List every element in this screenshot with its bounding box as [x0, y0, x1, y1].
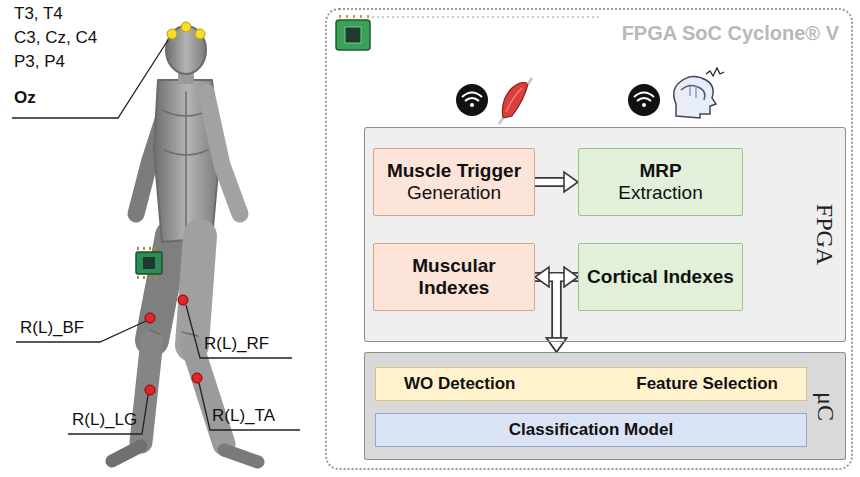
human-figure: [112, 26, 258, 462]
leader-line: [12, 40, 168, 118]
arrow-head: [564, 267, 578, 287]
connector-outline: [535, 182, 578, 340]
process-bar: Classification Model: [375, 413, 807, 447]
electrode-label: R(L)_BF: [20, 318, 84, 338]
chip-icon: [336, 15, 370, 50]
process-box: Cortical Indexes: [578, 243, 743, 311]
electrode-label: T3, T4: [14, 4, 63, 24]
label-holder: FPGA: [805, 128, 845, 341]
box-text: Classification Model: [509, 420, 673, 440]
emg-electrodes: [145, 295, 202, 395]
box-text: Cortical Indexes: [587, 266, 734, 288]
system-box: FPGA SoC Cyclone® V FPGA Muscle TriggerGen…: [325, 8, 853, 470]
connector-heads: [535, 172, 578, 352]
label-holder: μC: [805, 353, 845, 459]
connector-arrow: [535, 177, 566, 187]
arrow-head: [547, 338, 567, 352]
fpga-panel: FPGA Muscle TriggerGeneration MRPExtractio…: [364, 127, 846, 342]
process-box: MRPExtraction: [578, 148, 743, 216]
arrow-head: [547, 338, 567, 352]
box-text: Muscle Trigger: [387, 160, 521, 182]
electrode-label: R(L)_RF: [204, 334, 269, 354]
muscle-icon: [499, 78, 532, 124]
box-text: Extraction: [618, 182, 702, 204]
electrode-label: P3, P4: [14, 52, 65, 72]
wifi-icon: [628, 84, 660, 116]
chip-icon: [136, 247, 162, 279]
process-bar: WO Detection Feature Selection: [375, 367, 807, 401]
divider: [372, 16, 600, 18]
process-box: Muscular Indexes: [373, 243, 535, 311]
wifi-icon: [456, 84, 488, 116]
panel-fill: [364, 127, 846, 342]
leader-line: [16, 305, 300, 434]
electrode-label: Oz: [14, 88, 36, 108]
box-text: MRP: [639, 160, 681, 182]
arrow-head: [535, 267, 549, 287]
connector-arrow: [557, 277, 579, 340]
connector-fill: [535, 182, 578, 340]
arrow-head: [564, 172, 578, 192]
connector-arrow: [557, 277, 579, 340]
electrode-label: C3, Cz, C4: [14, 28, 97, 48]
eeg-electrodes: [167, 22, 205, 39]
box-text: Feature Selection: [636, 374, 778, 394]
system-title: FPGA SoC Cyclone® V: [622, 22, 839, 45]
connector-arrow: [535, 179, 566, 186]
electrode-label: R(L)_LG: [72, 410, 137, 430]
panel-fill: [364, 352, 846, 460]
process-box: Muscle TriggerGeneration: [373, 148, 535, 216]
panel-label: FPGA: [812, 204, 839, 265]
electrode-label: R(L)_TA: [212, 406, 275, 426]
brain-icon: [674, 68, 724, 118]
panel-label: μC: [812, 392, 839, 421]
microcontroller-panel: μC WO Detection Feature SelectionClassific…: [364, 352, 846, 460]
box-text: Generation: [407, 182, 501, 204]
box-text: Muscular Indexes: [382, 255, 526, 299]
box-text: WO Detection: [404, 374, 515, 394]
